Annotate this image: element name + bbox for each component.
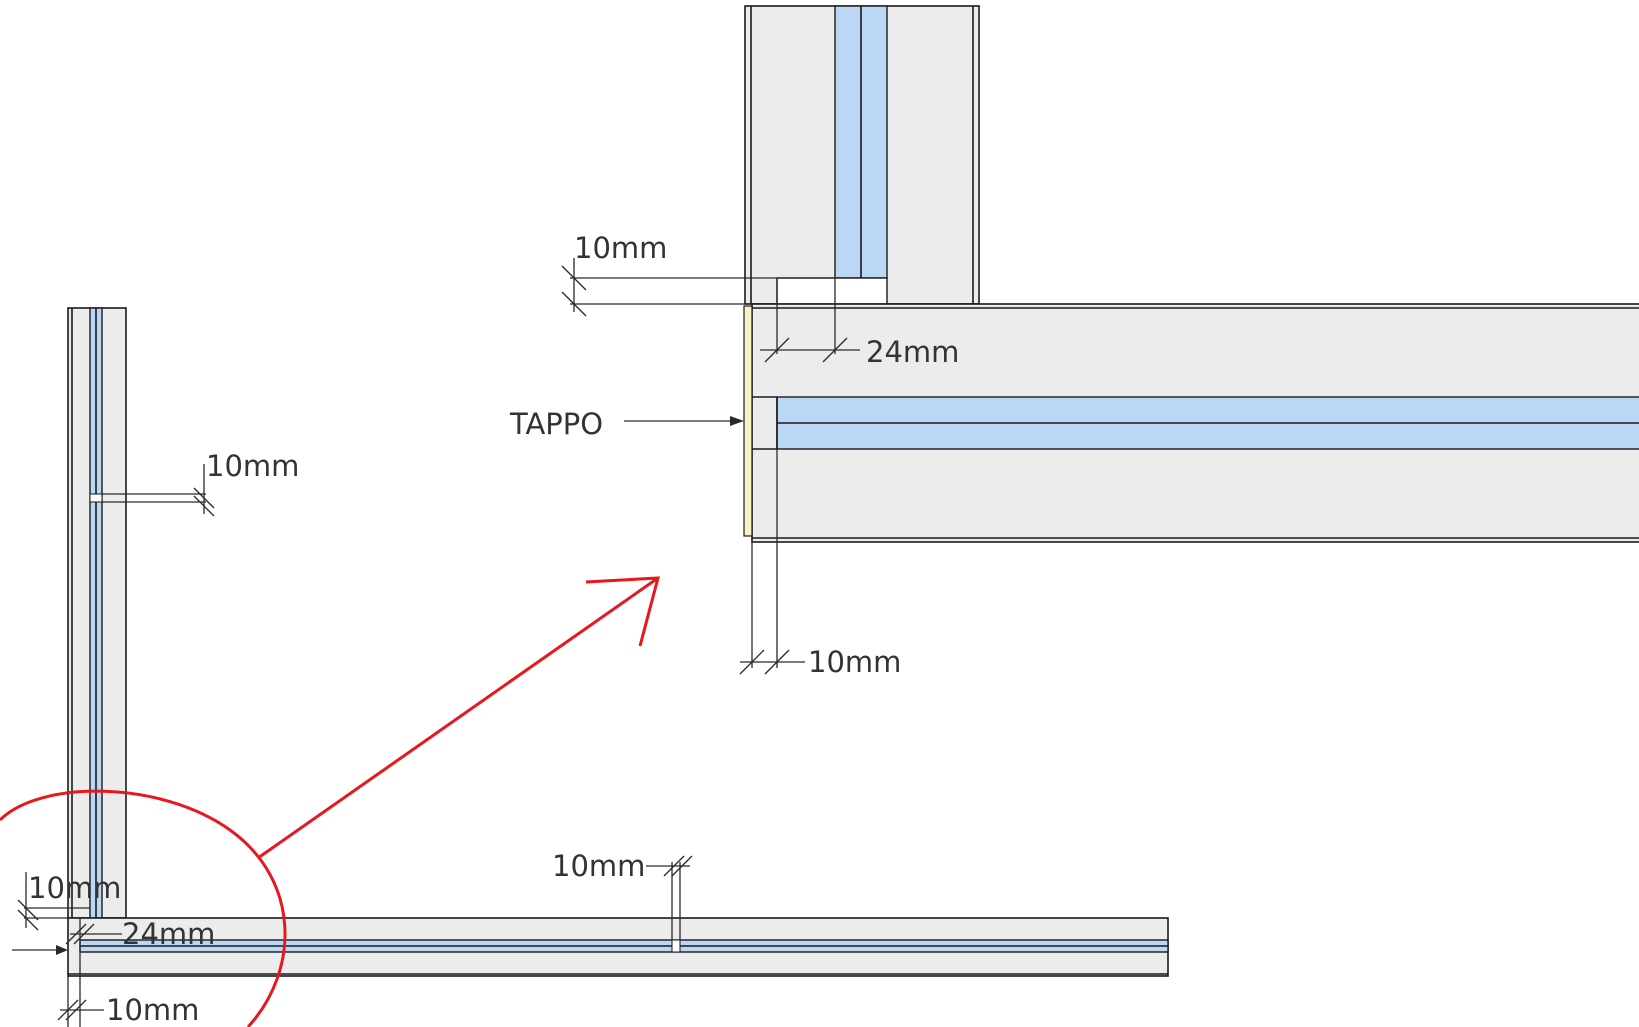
tappo-strip xyxy=(743,305,753,537)
detail-horizontal-panel xyxy=(751,303,1639,543)
overview-dimension-horizontal: 10mm xyxy=(552,849,693,940)
overview-corner-24-label: 24mm xyxy=(122,917,215,951)
dimension-bottom-10mm: 10mm xyxy=(739,449,901,679)
overview-corner-arrowhead xyxy=(56,945,68,955)
tappo-callout: TAPPO xyxy=(509,407,744,441)
detail-notch xyxy=(776,277,888,305)
detail-vertical-panel xyxy=(744,5,980,305)
overview-horizontal-panel xyxy=(67,917,1169,977)
dimension-24mm-label: 24mm xyxy=(866,335,959,369)
overview-side-label: 10mm xyxy=(206,449,299,483)
overview-corner-bottom-label: 10mm xyxy=(106,993,199,1027)
overview-view: 10mm 10mm 10mm 24mm xyxy=(0,307,1169,1027)
callout-arrowhead xyxy=(585,576,660,647)
callout-highlight xyxy=(0,576,660,1027)
callout-ellipse xyxy=(0,789,287,1027)
dimension-bottom-label: 10mm xyxy=(808,645,901,679)
dimension-24mm: 24mm xyxy=(760,278,959,369)
overview-corner-dimensions: 10mm 24mm 10mm xyxy=(12,871,215,1027)
overview-vertical-panel xyxy=(67,307,127,919)
dimension-top-label: 10mm xyxy=(574,231,667,265)
detail-view: 10mm 24mm 10mm TAPPO xyxy=(509,5,1639,679)
tappo-arrowhead xyxy=(730,416,744,426)
overview-dimension-side: 10mm xyxy=(102,449,299,517)
overview-corner-top-label: 10mm xyxy=(28,871,121,905)
callout-arrow-shaft xyxy=(257,576,659,860)
dimension-top-10mm: 10mm xyxy=(561,231,835,317)
overview-horizontal-label: 10mm xyxy=(552,849,645,883)
tappo-label: TAPPO xyxy=(509,407,603,441)
